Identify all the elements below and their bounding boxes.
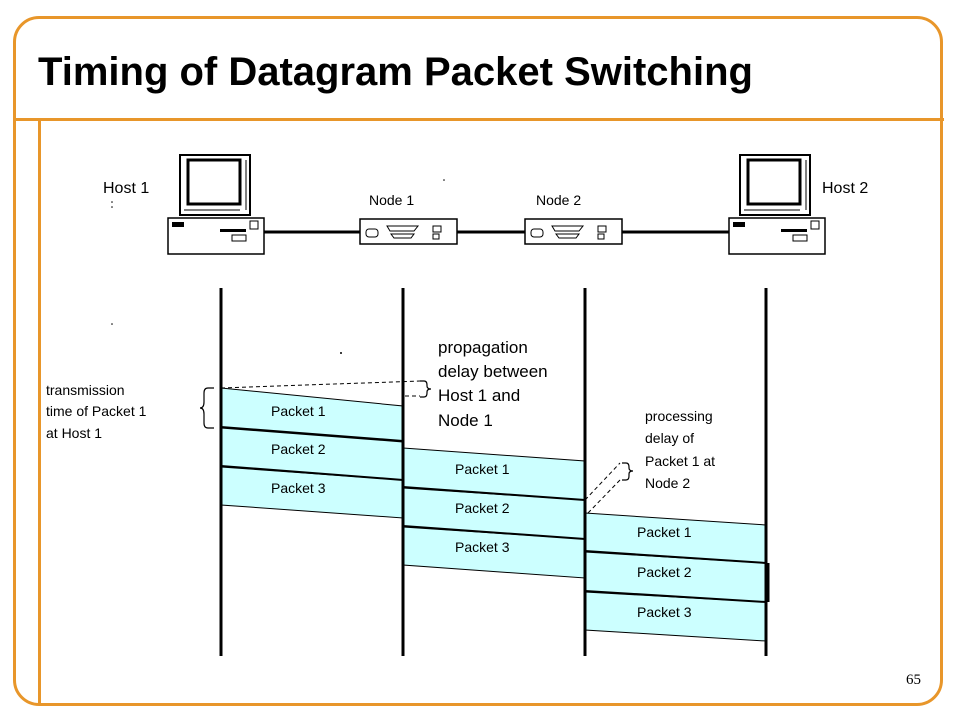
title-divider: [14, 118, 944, 121]
packet-label: Packet 1: [455, 461, 510, 477]
node1-packets: Packet 1 Packet 2 Packet 3: [402, 447, 586, 579]
host-2-computer-icon: [728, 154, 826, 255]
host-1-label: Host 1: [103, 180, 149, 197]
transmission-annotation: transmission time of Packet 1 at Host 1: [46, 382, 150, 441]
packet-label: Packet 3: [271, 480, 326, 496]
host-2-label: Host 2: [822, 180, 868, 197]
node2-packets: Packet 1 Packet 2 Packet 3: [584, 512, 767, 642]
page-number: 65: [906, 672, 921, 688]
slide-frame: [13, 16, 943, 706]
packet-label: Packet 1: [637, 524, 692, 540]
packet-label: Packet 3: [455, 539, 510, 555]
node-1-label: Node 1: [369, 192, 414, 208]
packet-label: Packet 2: [455, 500, 510, 516]
node-2-switch-icon: [524, 218, 623, 245]
propagation-delay-marker: [220, 380, 432, 398]
packet-label: Packet 1: [271, 403, 326, 419]
transmission-bracket: [199, 387, 214, 429]
host1-packets: Packet 1 Packet 2 Packet 3: [220, 387, 404, 519]
node-1-switch-icon: [359, 218, 458, 245]
packet-label: Packet 3: [637, 604, 692, 620]
propagation-annotation: propagation delay between Host 1 and Nod…: [438, 338, 552, 430]
processing-delay-marker: [584, 462, 634, 514]
node-2-label: Node 2: [536, 192, 581, 208]
packet-label: Packet 2: [271, 441, 326, 457]
slide-title: Timing of Datagram Packet Switching: [38, 50, 753, 94]
host-1-computer-icon: [167, 154, 265, 255]
processing-annotation: processing delay of Packet 1 at Node 2: [645, 408, 719, 491]
packet-label: Packet 2: [637, 564, 692, 580]
side-divider: [38, 120, 41, 705]
